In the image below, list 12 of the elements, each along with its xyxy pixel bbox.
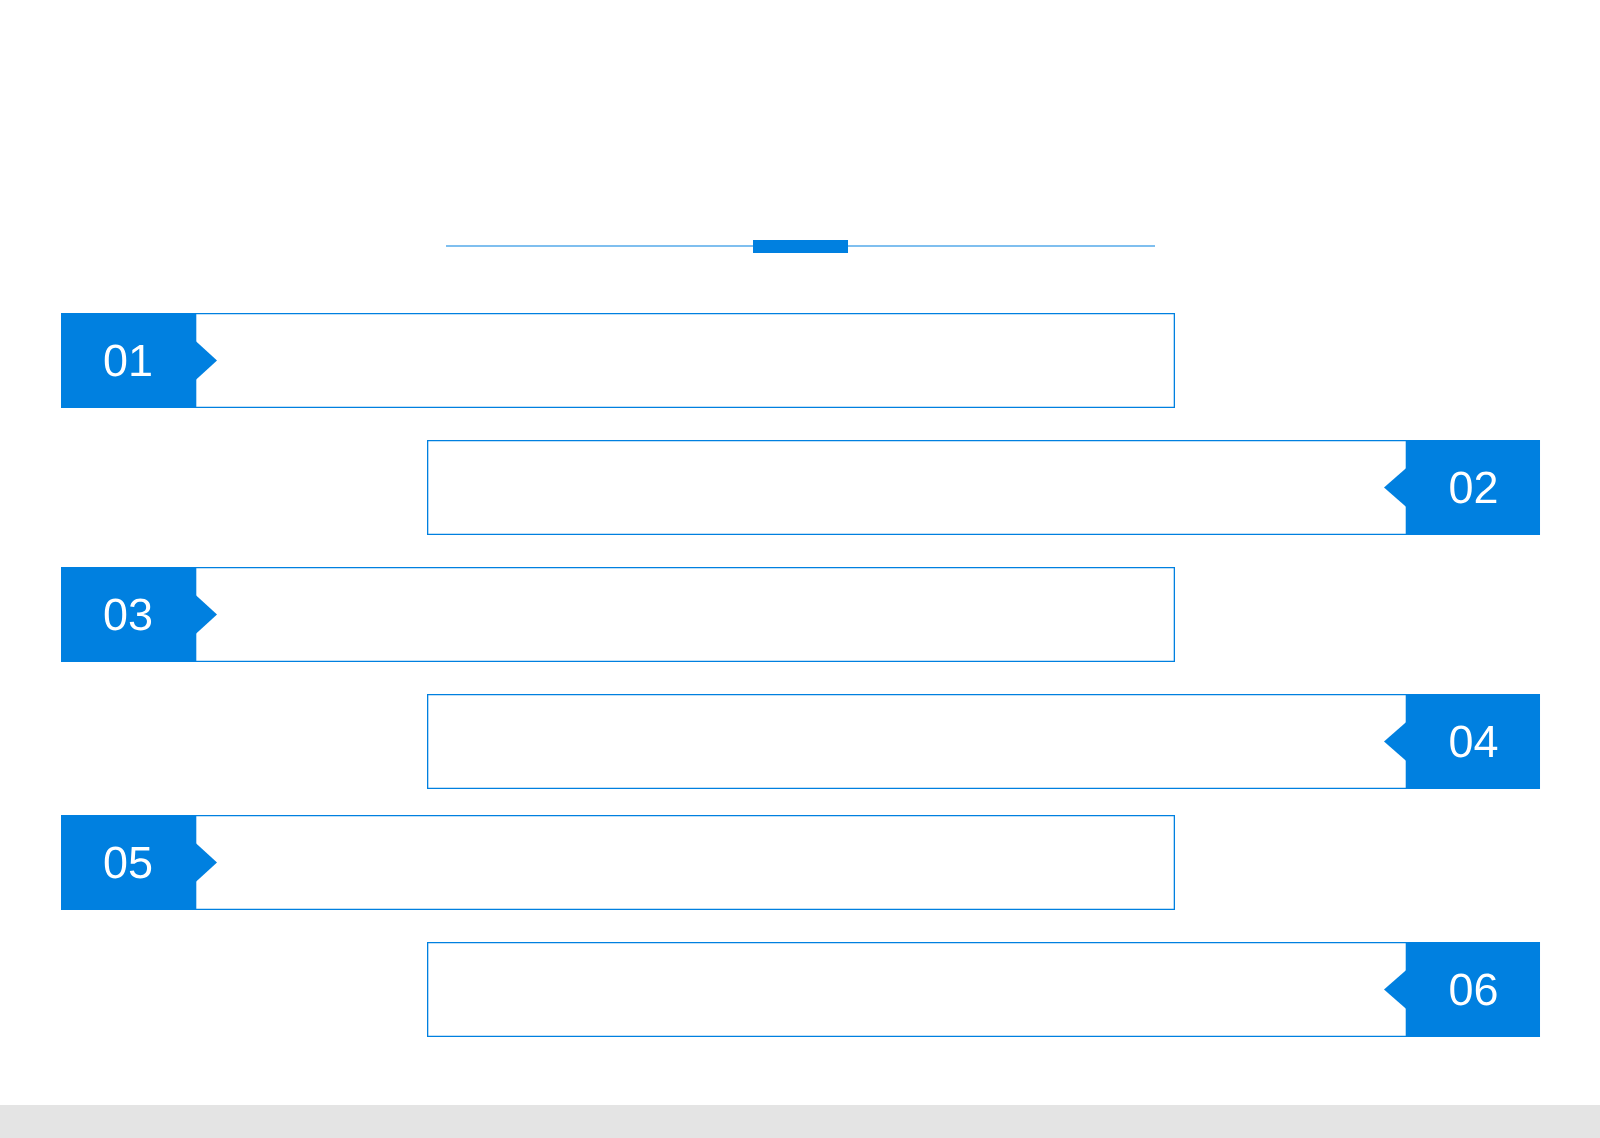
number-tab: 05 <box>61 815 217 910</box>
number-tab: 01 <box>61 313 217 408</box>
text-box <box>195 313 1175 408</box>
number-tab: 06 <box>1384 942 1540 1037</box>
number-tab: 02 <box>1384 440 1540 535</box>
text-box <box>195 567 1175 662</box>
text-box <box>427 440 1407 535</box>
text-box <box>427 694 1407 789</box>
text-box <box>195 815 1175 910</box>
number-tab: 03 <box>61 567 217 662</box>
number-tab: 04 <box>1384 694 1540 789</box>
text-box <box>427 942 1407 1037</box>
